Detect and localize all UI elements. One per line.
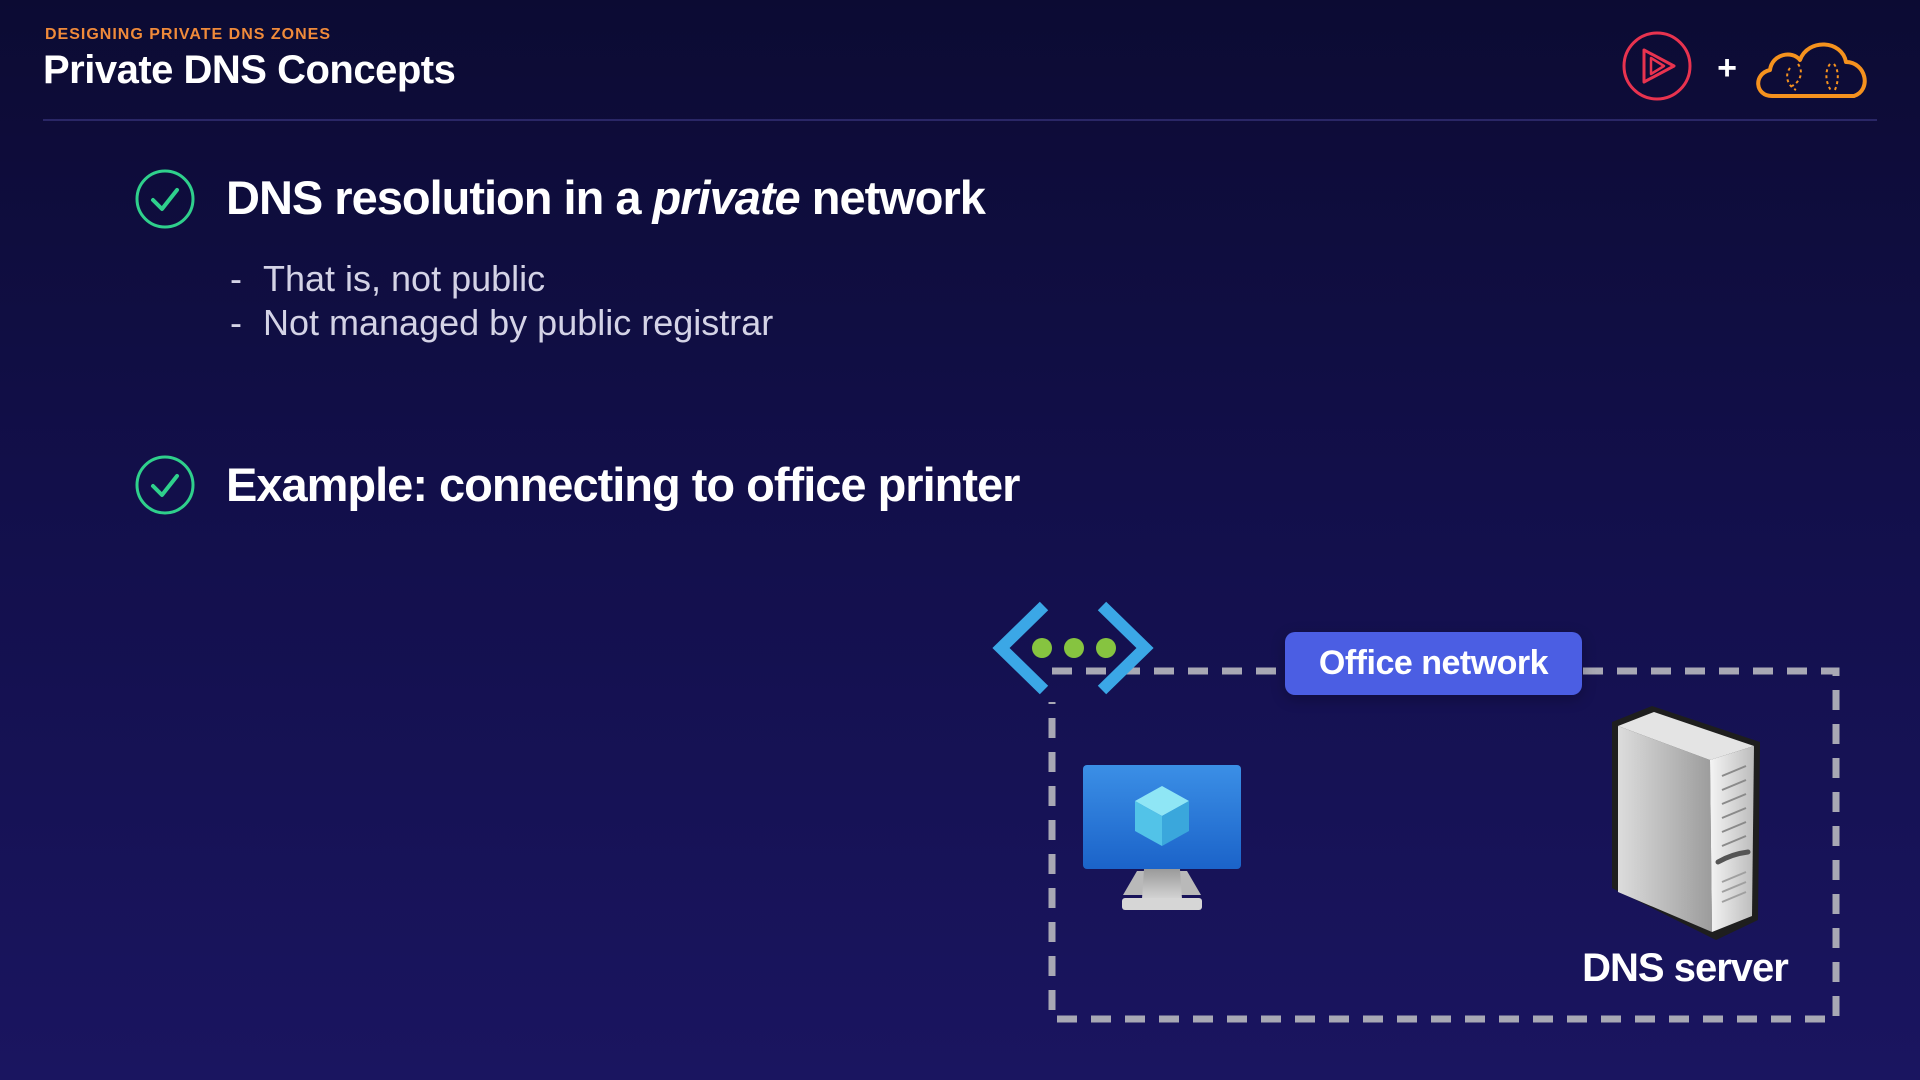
page-title: Private DNS Concepts — [43, 48, 456, 92]
checkmark-icon — [135, 169, 195, 229]
sub-item-not-managed: -Not managed by public registrar — [230, 302, 774, 343]
virtual-machine-icon — [1083, 765, 1241, 910]
bullet-heading-example: Example: connecting to office printer — [226, 458, 1020, 511]
bullet-heading-private-dns: DNS resolution in a private network — [226, 171, 986, 224]
server-tower-icon — [1612, 706, 1760, 940]
plus-sign: + — [1717, 49, 1737, 87]
header-divider — [43, 119, 1877, 121]
section-eyebrow: DESIGNING PRIVATE DNS ZONES — [45, 26, 331, 43]
dns-server-label: DNS server — [1582, 946, 1789, 990]
virtual-network-icon — [992, 601, 1154, 695]
sub-item-not-public: -That is, not public — [230, 258, 546, 299]
play-logo-icon — [1622, 31, 1692, 101]
office-network-label: Office network — [1285, 632, 1582, 695]
cloud-logo-icon — [1756, 42, 1867, 98]
checkmark-icon — [135, 455, 195, 515]
brand-logos: + — [1620, 28, 1880, 108]
